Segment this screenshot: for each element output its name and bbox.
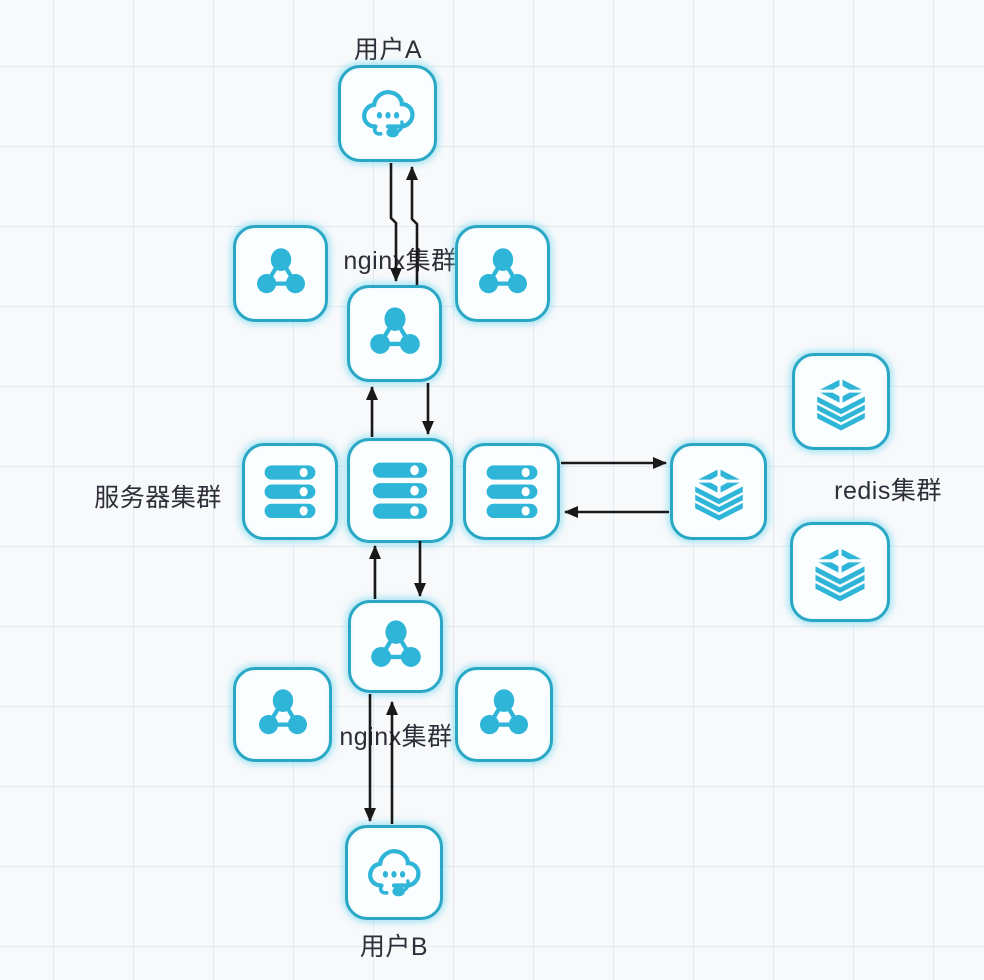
nginx-node-cluster-icon [473, 244, 533, 304]
nginx-node-cluster-icon [253, 685, 313, 745]
node-user-b [345, 825, 443, 920]
node-redis-bottom [790, 522, 890, 622]
label-nginx-cluster-bottom: nginx集群 [339, 723, 453, 751]
node-server-center [347, 438, 453, 543]
node-server-right [463, 443, 560, 540]
label-redis-cluster: redis集群 [834, 477, 942, 505]
redis-layers-icon [807, 368, 875, 436]
node-user-a [338, 65, 437, 162]
server-stack-icon [367, 458, 433, 524]
nginx-node-cluster-icon [365, 616, 427, 678]
label-server-cluster: 服务器集群 [94, 484, 222, 512]
redis-layers-icon [685, 458, 753, 526]
label-user-a: 用户A [353, 36, 423, 64]
label-user-b: 用户B [359, 933, 429, 961]
server-stack-icon [259, 461, 321, 523]
server-stack-icon [481, 461, 543, 523]
node-nginx-bottom-center [348, 600, 443, 693]
user-cloud-headset-icon [355, 81, 421, 147]
nginx-node-cluster-icon [251, 244, 311, 304]
nginx-node-cluster-icon [364, 303, 426, 365]
node-nginx-top-left [233, 225, 328, 322]
nginx-node-cluster-icon [474, 685, 534, 745]
user-cloud-headset-icon [361, 840, 427, 906]
node-redis-main [670, 443, 767, 540]
node-server-left [242, 443, 338, 540]
node-nginx-top-center [347, 285, 442, 382]
redis-layers-icon [805, 537, 875, 607]
node-nginx-bottom-right [455, 667, 553, 762]
node-nginx-top-right [455, 225, 550, 322]
node-redis-top [792, 353, 890, 450]
node-nginx-bottom-left [233, 667, 332, 762]
label-nginx-cluster-top: nginx集群 [343, 247, 457, 275]
